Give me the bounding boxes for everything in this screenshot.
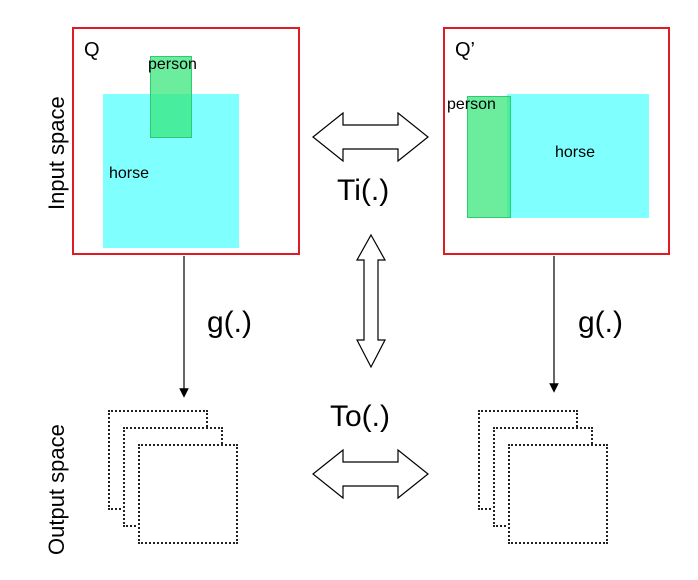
output-transform-label: To(.)	[330, 400, 390, 433]
left-panel-title: Q	[84, 39, 100, 61]
right-panel-title: Q’	[455, 39, 475, 61]
left-person-box	[150, 56, 192, 138]
right-person-box	[467, 96, 511, 218]
left-mapping-label: g(.)	[207, 306, 252, 339]
left-person-label: person	[148, 56, 197, 73]
vertical-double-arrow	[355, 233, 387, 369]
right-mapping-label: g(.)	[578, 306, 623, 339]
right-input-panel: Q’ person horse	[443, 27, 670, 255]
right-horse-label: horse	[555, 144, 596, 161]
input-transform-label: Ti(.)	[337, 174, 390, 207]
right-person-label: person	[447, 96, 496, 113]
left-output-map-front	[138, 444, 238, 544]
output-double-arrow	[312, 448, 429, 500]
right-horse-box	[507, 94, 649, 218]
right-output-map-front	[508, 444, 608, 544]
left-horse-label: horse	[109, 165, 150, 182]
input-double-arrow	[312, 111, 429, 163]
left-input-panel: Q person horse	[72, 27, 300, 255]
